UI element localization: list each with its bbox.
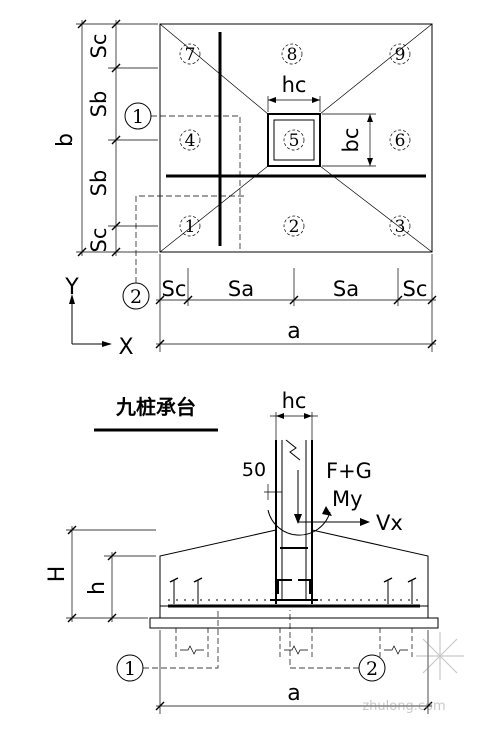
pile-5-label: 5 — [289, 131, 300, 151]
plan-view: 7 8 9 4 5 6 1 2 3 hc — [53, 19, 437, 360]
dim-sb-upper: Sb — [87, 91, 111, 118]
elev-piles — [175, 628, 413, 660]
elev-hc-label: hc — [282, 389, 307, 413]
dim-sc-left: Sc — [162, 277, 187, 301]
plan-bc-label: bc — [339, 128, 363, 153]
dim-50-label: 50 — [242, 459, 266, 481]
elev-50-dim: 50 — [242, 459, 282, 500]
pile-2-label: 2 — [289, 217, 300, 237]
column-inner — [273, 119, 315, 161]
blinding-layer — [149, 617, 439, 629]
axis-x-label: X — [118, 335, 133, 360]
dim-H: H — [45, 566, 70, 583]
dim-sc-top: Sc — [87, 34, 111, 59]
diag-tl — [159, 23, 269, 115]
pile-6-label: 6 — [395, 131, 406, 151]
elev-rebar — [168, 577, 420, 608]
pile-9 — [389, 43, 411, 65]
load-label: F+G — [326, 459, 372, 483]
dim-sa-right: Sa — [333, 277, 359, 301]
section-1-label: 1 — [132, 106, 144, 128]
plan-hc-label: hc — [282, 73, 307, 97]
column-outer — [267, 113, 321, 167]
plan-bottom-dims: Sc Sa Sa Sc a — [155, 254, 437, 352]
elev-a-dim: a — [155, 630, 433, 714]
pile-8 — [281, 43, 303, 65]
pile-3 — [389, 215, 411, 237]
plan-hc-dim: hc — [267, 73, 321, 112]
elevation-view: 九桩承台 hc — [45, 389, 464, 714]
dim-sc-bottom: Sc — [87, 228, 111, 253]
piles: 7 8 9 4 5 6 1 2 3 — [179, 43, 411, 237]
elev-section-1-label: 1 — [124, 658, 136, 680]
elev-section-2: 2 — [289, 610, 386, 682]
elev-dim-a: a — [287, 681, 300, 706]
elev-loads: F+G My Vx — [267, 459, 403, 536]
plan-section-1: 1 — [124, 102, 241, 252]
pile-1-label: 1 — [185, 217, 196, 237]
elev-hc-dim: hc — [270, 389, 318, 460]
pile-8-label: 8 — [287, 45, 298, 65]
elev-section-2-label: 2 — [366, 658, 378, 680]
pile-3-label: 3 — [395, 217, 406, 237]
dim-sb-lower: Sb — [87, 170, 111, 197]
pile-6 — [389, 129, 411, 151]
cap-outline — [159, 23, 433, 253]
dim-a: a — [287, 319, 300, 344]
pile-5 — [283, 129, 305, 151]
pile-9-label: 9 — [395, 45, 406, 65]
diag-tr — [319, 23, 433, 115]
dim-h: h — [85, 581, 110, 595]
watermark-text: zhulong.com — [362, 699, 445, 714]
elev-height-dims: H h — [45, 525, 156, 623]
moment-arc — [267, 509, 331, 536]
axes-indicator: Y X — [64, 275, 133, 360]
plan-left-dims: Sc Sb Sb Sc b — [53, 19, 158, 257]
dim-b: b — [53, 133, 78, 147]
plan-bc-dim: bc — [322, 113, 376, 167]
section-2-label: 2 — [130, 286, 142, 308]
diag-br — [319, 165, 433, 253]
elev-section-1: 1 — [116, 610, 219, 682]
plan-section-2: 2 — [122, 195, 246, 310]
watermark: zhulong.com — [362, 632, 464, 714]
dim-sa-left: Sa — [228, 277, 254, 301]
elevation-title: 九桩承台 — [115, 395, 196, 419]
elev-cap — [149, 529, 439, 629]
pile-2 — [283, 215, 305, 237]
shear-label: Vx — [376, 511, 403, 535]
moment-label: My — [332, 487, 363, 511]
dim-sc-right: Sc — [403, 277, 428, 301]
pile-1 — [179, 215, 201, 237]
pile-7 — [179, 43, 201, 65]
diag-bl — [159, 165, 269, 253]
axis-y-label: Y — [64, 275, 79, 300]
pile-4-label: 4 — [185, 131, 196, 151]
pile-7-label: 7 — [185, 45, 196, 65]
pile-4 — [179, 129, 201, 151]
